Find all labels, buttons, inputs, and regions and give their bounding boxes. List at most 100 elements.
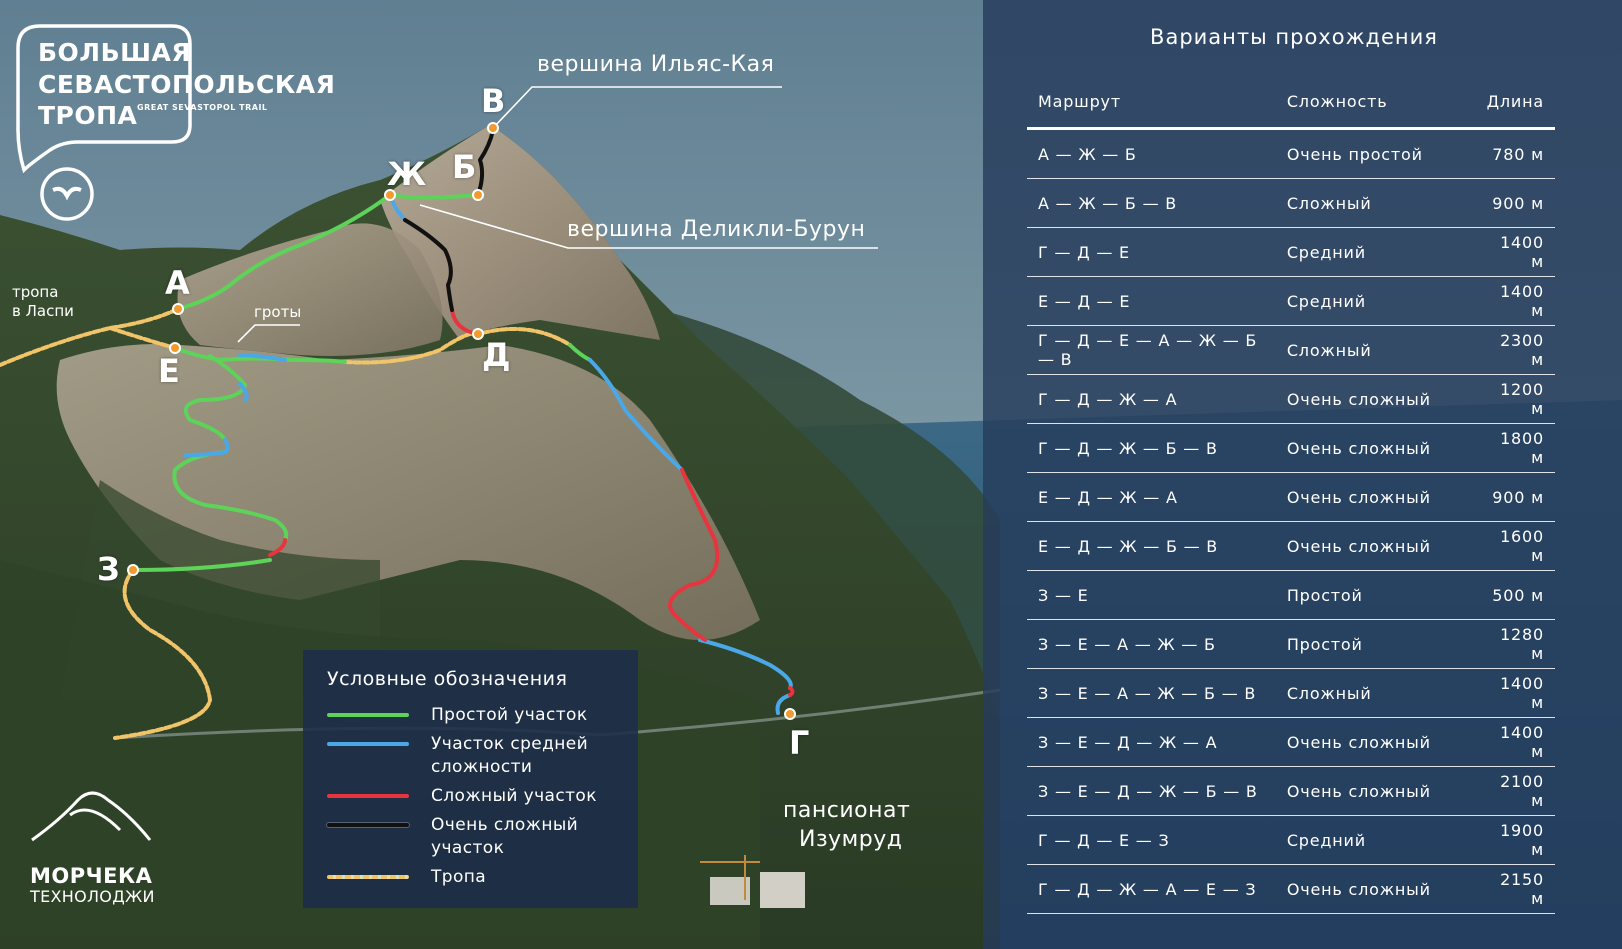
- point-label-Z: З: [97, 550, 120, 588]
- legend-title: Условные обозначения: [327, 668, 568, 690]
- label-grottoes: гроты: [254, 303, 302, 321]
- connector-ilyas: [492, 86, 782, 129]
- difficulty-cell: Очень сложный: [1275, 472, 1476, 522]
- route-cell: З — Е — А — Ж — Б: [1027, 619, 1276, 669]
- route-cell: З — Е — А — Ж — Б — В: [1027, 668, 1276, 718]
- difficulty-cell: Простой: [1275, 619, 1476, 669]
- legend-swatch-trail: [327, 875, 409, 879]
- difficulty-cell: Очень сложный: [1275, 374, 1476, 424]
- pension-buildings: [700, 855, 805, 908]
- route-cell: Е — Д — Е: [1027, 276, 1276, 326]
- difficulty-cell: Очень сложный: [1275, 717, 1476, 767]
- label-connectors: [237, 86, 878, 343]
- route-cell: А — Ж — Б: [1027, 128, 1276, 179]
- brand-subtitle: ТЕХНОЛОДЖИ: [30, 887, 155, 906]
- label-peak-ilyas: вершина Ильяс-Кая: [537, 52, 775, 77]
- brand-name: МОРЧЕКА: [30, 864, 153, 888]
- logo-frame: [16, 24, 192, 174]
- connector-delikli: [419, 204, 878, 249]
- route-cell: Г — Д — Е — А — Ж — Б — В: [1027, 325, 1276, 375]
- route-cell: Г — Д — Е — З: [1027, 815, 1276, 865]
- length-cell: 500 м: [1475, 570, 1555, 620]
- difficulty-cell: Очень сложный: [1275, 766, 1476, 816]
- length-cell: 1600 м: [1475, 521, 1555, 571]
- header-length: Длина: [1475, 75, 1555, 130]
- connector-grottoes: [237, 324, 300, 343]
- legend-swatch-hard: [327, 794, 409, 798]
- length-cell: 1800 м: [1475, 423, 1555, 473]
- label-trail-laspi-2: в Ласпи: [12, 302, 74, 320]
- label-pension-1: пансионат: [783, 798, 911, 823]
- difficulty-cell: Средний: [1275, 227, 1476, 277]
- point-G-marker: [784, 708, 796, 720]
- logo-line-3: ТРОПА: [38, 101, 138, 130]
- legend-label-hard: Сложный участок: [431, 786, 597, 806]
- header-route: Маршрут: [1027, 75, 1276, 130]
- length-cell: 1900 м: [1475, 815, 1555, 865]
- route-points: [127, 122, 796, 720]
- difficulty-cell: Очень простой: [1275, 128, 1476, 179]
- route-cell: З — Е — Д — Ж — А: [1027, 717, 1276, 767]
- route-cell: Е — Д — Ж — А: [1027, 472, 1276, 522]
- legend-item-hard: Сложный участок: [327, 785, 614, 808]
- length-cell: 2300 м: [1475, 325, 1555, 375]
- legend-swatch-very-hard: [327, 823, 409, 827]
- difficulty-cell: Очень сложный: [1275, 864, 1476, 914]
- point-D-marker: [472, 328, 484, 340]
- routes-table-title: Варианты прохождения: [1150, 25, 1438, 49]
- routes-panel: Варианты прохождения Маршрут Сложность Д…: [983, 0, 1622, 949]
- difficulty-cell: Средний: [1275, 815, 1476, 865]
- route-cell: З — Е: [1027, 570, 1276, 620]
- length-cell: 900 м: [1475, 472, 1555, 522]
- point-A-marker: [172, 303, 184, 315]
- point-label-A: А: [165, 264, 190, 302]
- hard-segments: [268, 308, 795, 697]
- difficulty-cell: Очень сложный: [1275, 521, 1476, 571]
- header-difficulty: Сложность: [1275, 75, 1476, 130]
- very-hard-segments: [403, 128, 495, 312]
- point-E-marker: [169, 342, 181, 354]
- route-cell: З — Е — Д — Ж — Б — В: [1027, 766, 1276, 816]
- point-label-Zh: Ж: [387, 155, 427, 193]
- point-label-E: Е: [158, 352, 180, 390]
- medium-segments: [183, 193, 793, 715]
- legend-label-easy: Простой участок: [431, 705, 588, 725]
- point-label-B: Б: [452, 148, 477, 186]
- label-peak-delikli: вершина Деликли-Бурун: [567, 217, 866, 242]
- route-cell: Г — Д — Ж — А: [1027, 374, 1276, 424]
- difficulty-cell: Сложный: [1275, 325, 1476, 375]
- difficulty-cell: Сложный: [1275, 668, 1476, 718]
- rock-face-west: [177, 223, 443, 356]
- label-trail-laspi-1: тропа: [12, 283, 59, 301]
- point-label-V: В: [481, 82, 506, 120]
- point-label-G: Г: [789, 724, 810, 762]
- route-cell: Г — Д — Ж — А — Е — З: [1027, 864, 1276, 914]
- label-pension-2: Изумруд: [799, 827, 903, 852]
- logo-line-1: БОЛЬШАЯ: [38, 38, 192, 67]
- brand-mountain-icon: [31, 791, 152, 842]
- point-V-marker: [487, 122, 499, 134]
- length-cell: 780 м: [1475, 128, 1555, 179]
- legend-item-trail: Тропа: [327, 866, 614, 889]
- logo-bird-icon: [40, 167, 94, 221]
- length-cell: 1400 м: [1475, 717, 1555, 767]
- logo-subtitle: GREAT SEVASTOPOL TRAIL: [137, 103, 268, 112]
- route-lines: [0, 128, 795, 740]
